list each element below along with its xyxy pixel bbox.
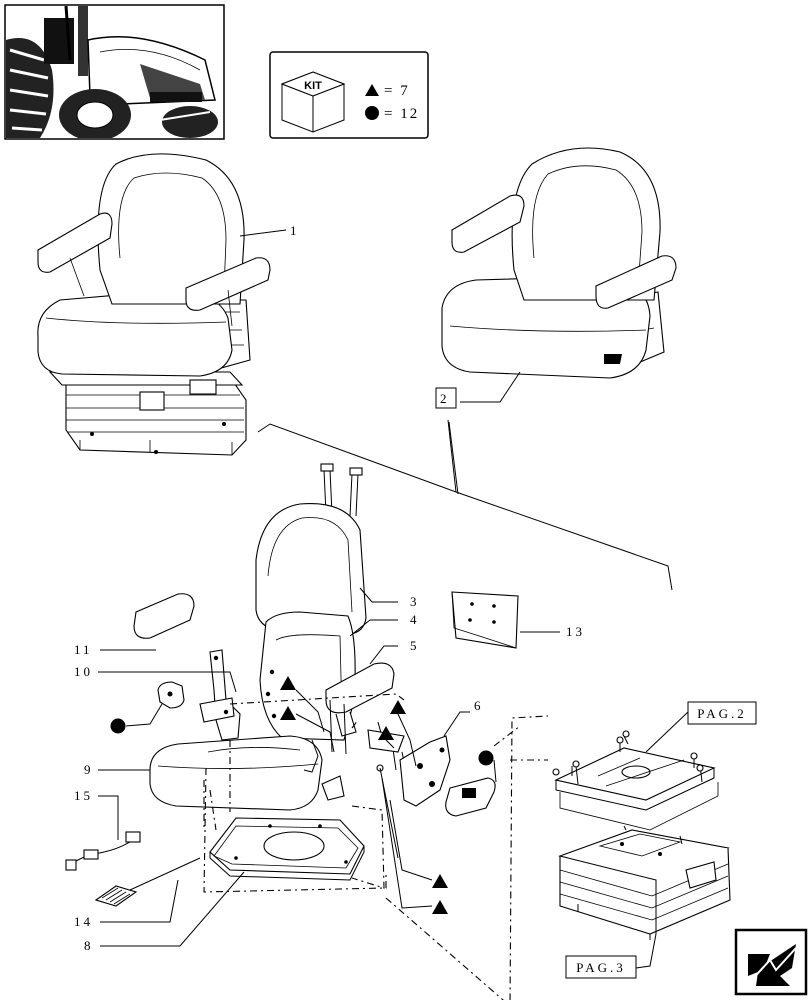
callout-4: 4: [410, 612, 420, 627]
circle-marker-icon: [365, 106, 379, 120]
triangle-marker-icon: [280, 676, 296, 690]
kit-box-icon: KIT: [280, 71, 346, 133]
callout-5: 5: [410, 638, 420, 653]
triangle-marker-icon: [432, 900, 448, 914]
triangle-marker-icon: [432, 874, 448, 888]
callout-labels: 1 2 3 4 5 6 8 9 10 11 13 14 15: [74, 223, 585, 953]
triangle-marker-icon: [365, 84, 379, 96]
triangle-marker-icon: [390, 700, 406, 714]
page-ref-pag3-label: PAG.3: [576, 960, 626, 975]
callout-1: 1: [290, 223, 300, 238]
callout-8: 8: [84, 938, 94, 953]
callout-11: 11: [74, 642, 93, 657]
seat-assembly-1: [37, 153, 271, 456]
circle-marker-icon: [110, 718, 126, 734]
subassembly-pag2: [552, 730, 719, 831]
callout-13: 13: [566, 624, 585, 639]
kit-label: KIT: [304, 80, 322, 92]
circle-marker-icon: [478, 750, 494, 766]
triangle-marker-icon: [378, 726, 394, 740]
callout-3: 3: [410, 594, 420, 609]
callout-15: 15: [74, 788, 93, 803]
next-page-arrow-icon[interactable]: [734, 928, 808, 996]
page-ref-pag2-label: PAG.2: [697, 706, 747, 721]
kit-markers: [110, 676, 497, 914]
kit-triangle-count: = 7: [384, 83, 410, 99]
callout-14: 14: [74, 914, 93, 929]
tractor-thumbnail-icon: [4, 4, 225, 140]
callout-leaders: [98, 229, 560, 947]
callout-9: 9: [84, 762, 94, 777]
page-ref-pag2[interactable]: PAG.2: [687, 701, 757, 725]
kit-circle-count: = 12: [384, 106, 419, 122]
callout-6: 6: [474, 698, 484, 713]
seat-assembly-2: [441, 147, 677, 379]
callout-2: 2: [440, 391, 450, 406]
kit-legend: KIT = 7 = 12: [269, 51, 429, 139]
triangle-marker-icon: [280, 706, 296, 720]
subassembly-pag3: [558, 825, 731, 940]
exploded-view: [65, 463, 549, 1000]
callout-10: 10: [74, 664, 93, 679]
page-ref-pag3[interactable]: PAG.3: [565, 955, 637, 979]
